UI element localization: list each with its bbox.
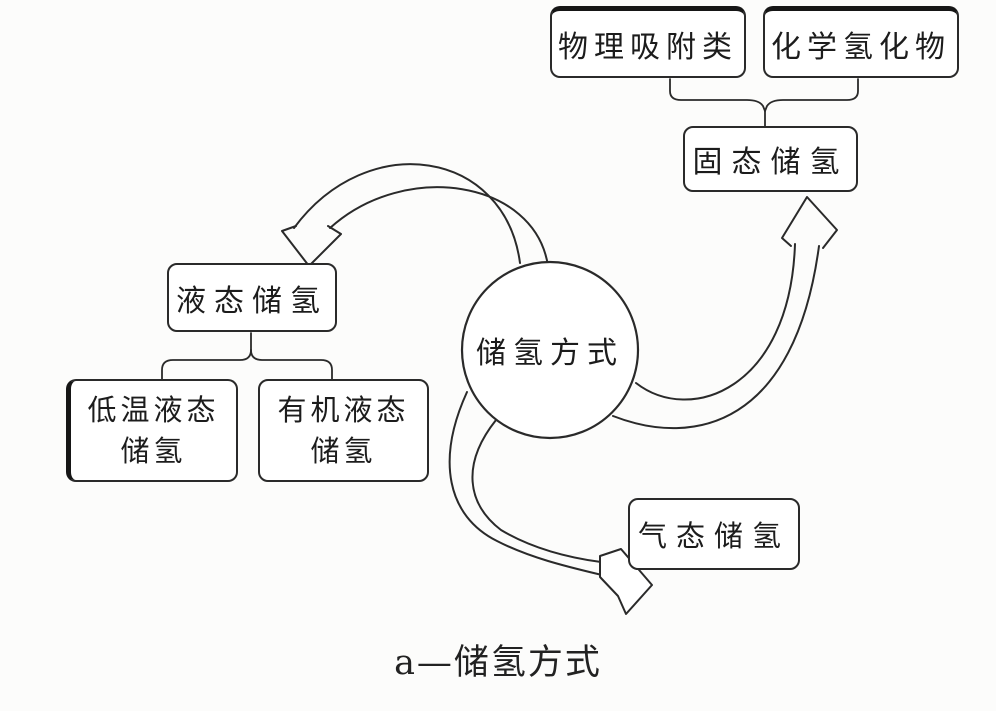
node-low-temp-liquid-line2: 储氢 — [120, 433, 187, 468]
connector-liquid-children — [161, 332, 333, 380]
node-gaseous-storage: 气态储氢 — [628, 498, 800, 570]
node-low-temp-liquid-line1: 低温液态 — [87, 392, 220, 427]
node-gaseous-storage-label: 气态储氢 — [637, 519, 790, 553]
node-liquid-storage-label: 液态储氢 — [176, 283, 328, 319]
node-chemical-hydride: 化学氢化物 — [763, 6, 959, 78]
arrow-to-gas — [448, 391, 653, 615]
hub-circle — [460, 260, 640, 440]
node-chemical-hydride-label: 化学氢化物 — [771, 29, 951, 65]
node-organic-liquid-line1: 有机液态 — [277, 392, 410, 427]
node-physical-adsorption-label: 物理吸附类 — [558, 29, 738, 65]
node-low-temp-liquid-storage: 低温液态 储氢 — [66, 379, 238, 482]
node-solid-state-storage-label: 固态储氢 — [692, 145, 849, 180]
node-physical-adsorption: 物理吸附类 — [550, 6, 746, 78]
hub-label: 储氢方式 — [476, 336, 624, 371]
node-organic-liquid-storage: 有机液态 储氢 — [258, 379, 429, 482]
node-liquid-storage: 液态储氢 — [167, 263, 337, 332]
node-organic-liquid-line2: 储氢 — [310, 433, 377, 468]
figure-caption: a—储氢方式 — [394, 643, 602, 683]
arrow-to-solid — [612, 196, 838, 430]
node-solid-state-storage: 固态储氢 — [683, 126, 858, 192]
brace-connector-to-solid — [669, 78, 859, 127]
